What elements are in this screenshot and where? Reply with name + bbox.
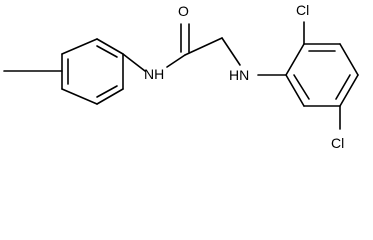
chlorine-top-label: Cl — [296, 2, 309, 18]
amide-nh-label: NH — [144, 66, 164, 82]
double-bond-inner — [335, 74, 351, 100]
bond — [285, 43, 305, 76]
bond — [96, 88, 124, 105]
ch2-to-hn-bond — [221, 37, 241, 66]
dichlorophenyl-ring — [285, 43, 359, 107]
chlorine-bottom-label: Cl — [331, 135, 344, 151]
bond — [339, 74, 359, 107]
double-bond-inner — [96, 45, 118, 58]
molecule-structure: O NH HN Cl Cl — [3, 2, 359, 151]
bond — [96, 38, 124, 55]
oxygen-label: O — [178, 3, 189, 19]
bond — [339, 43, 359, 76]
tolyl-ring — [61, 38, 124, 105]
amine-hn-label: HN — [229, 67, 249, 83]
nh-to-carbonyl-bond — [166, 54, 186, 68]
bond — [61, 88, 98, 105]
bond — [285, 74, 305, 107]
double-bond-inner — [293, 74, 310, 100]
carbonyl-to-ch2-bond — [184, 37, 223, 56]
ring-to-nh-bond — [122, 53, 146, 72]
double-bond-inner — [96, 85, 118, 98]
bond — [61, 38, 98, 55]
